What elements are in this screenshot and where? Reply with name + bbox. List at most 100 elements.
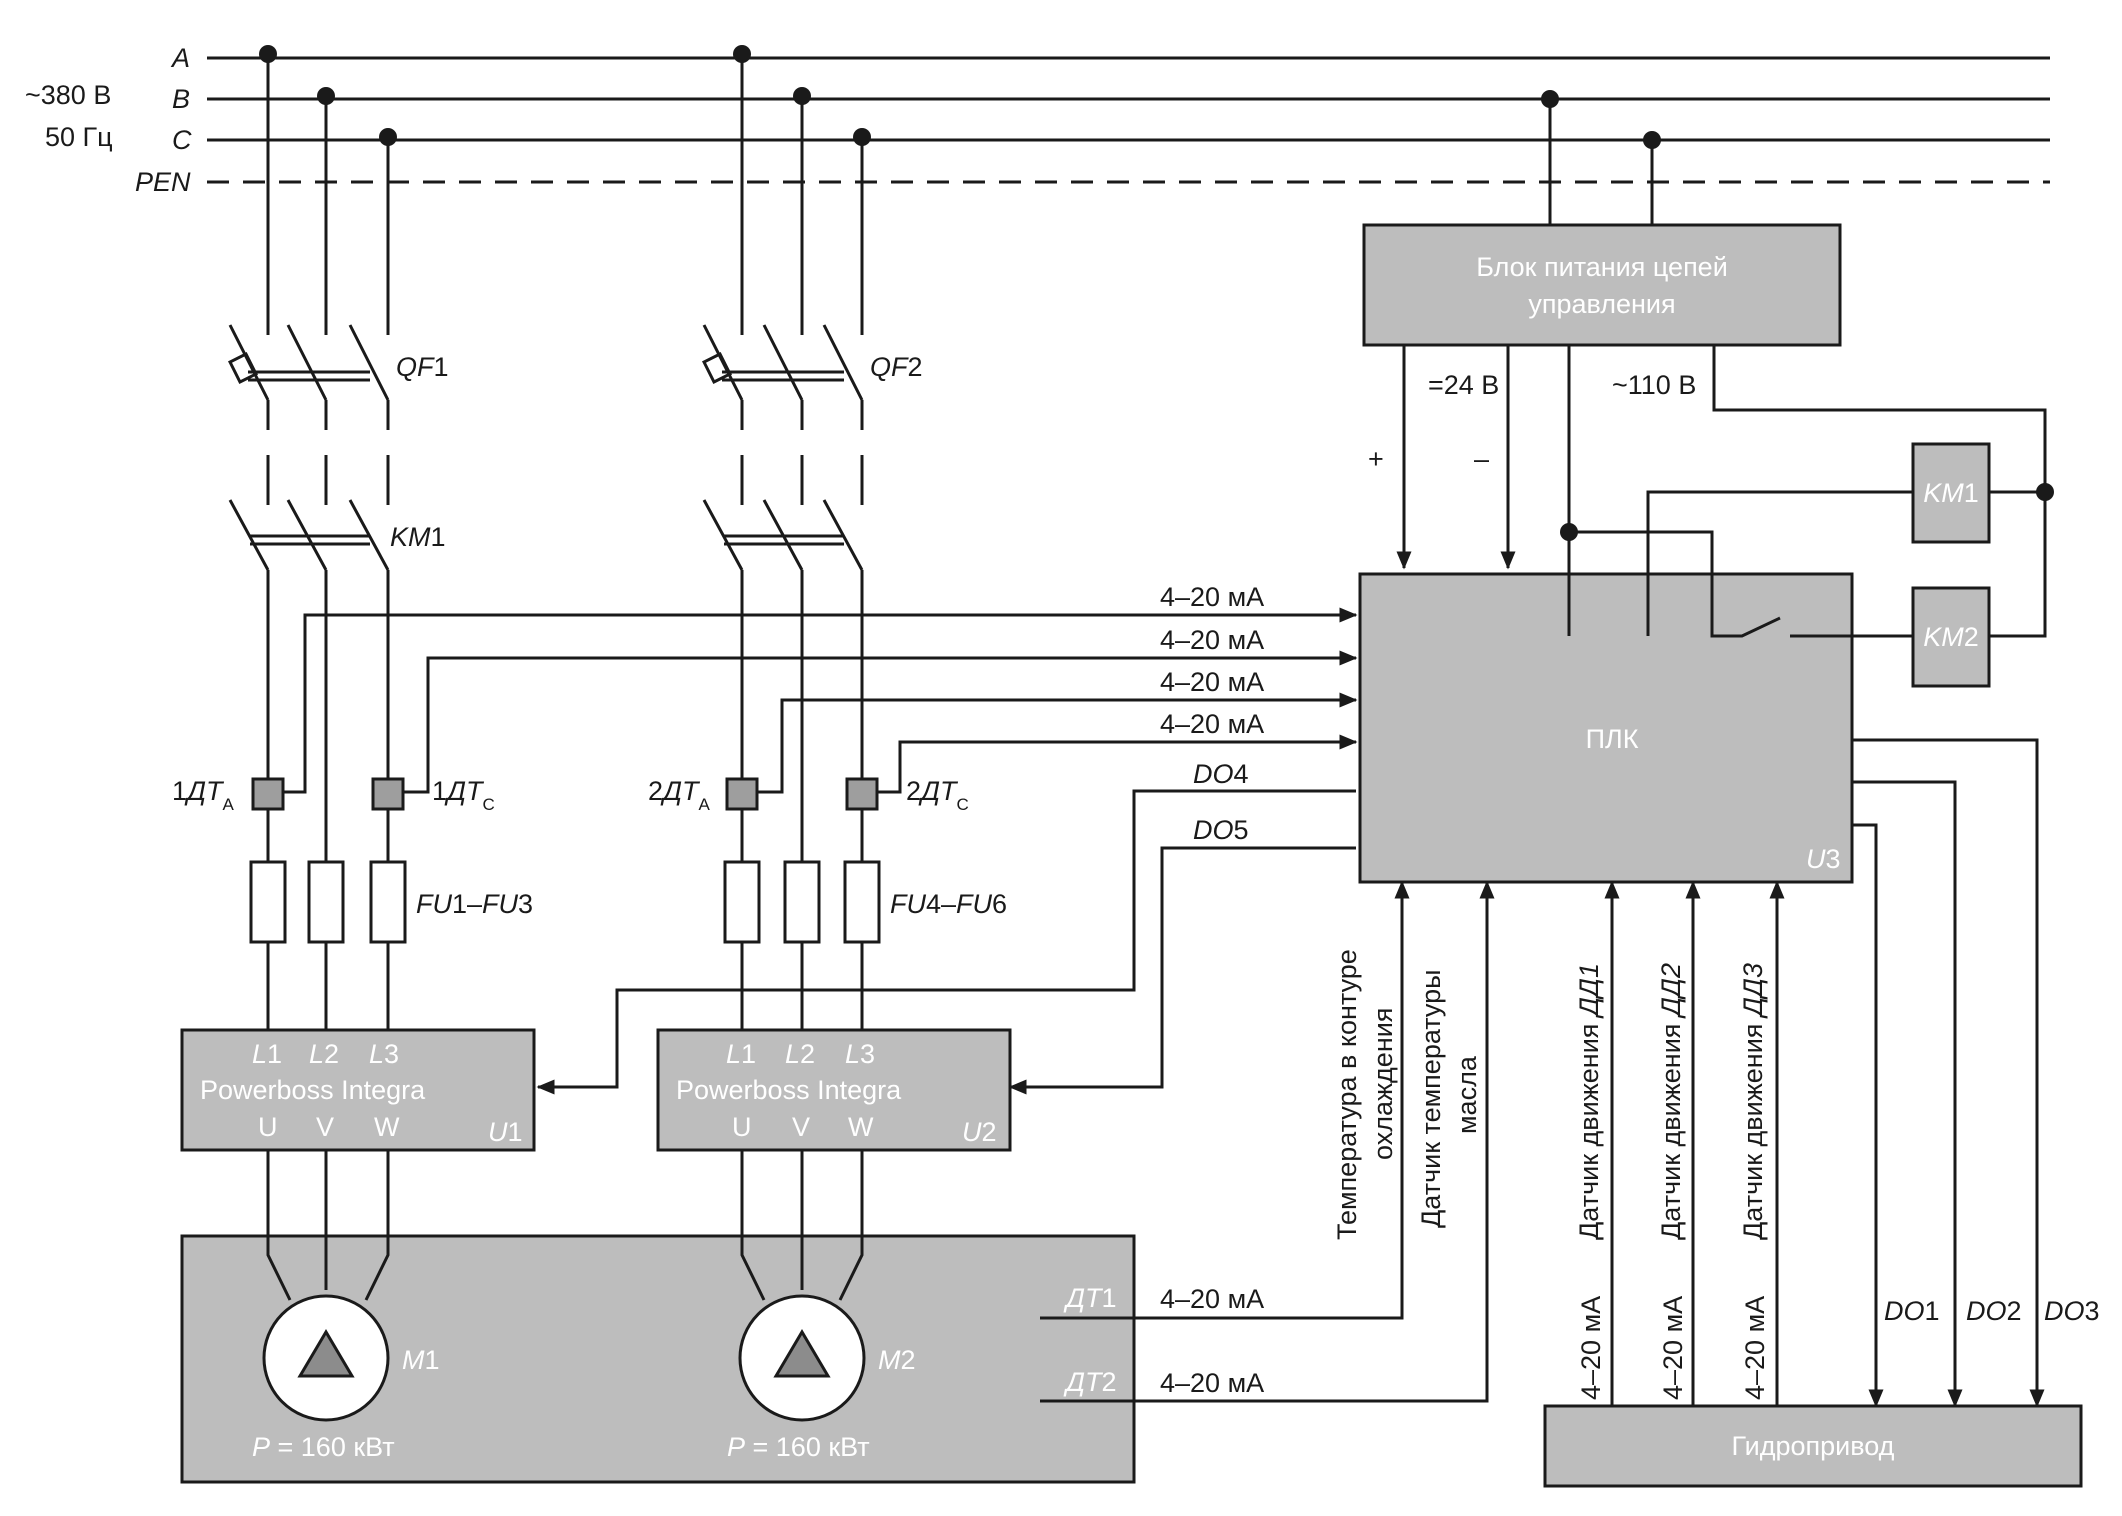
fuse bbox=[723, 860, 761, 944]
signal-label-do3: DO3 bbox=[2044, 1296, 2100, 1326]
fuse bbox=[369, 860, 407, 944]
motor-sensor-dt1-tag: ДТ1 bbox=[1063, 1283, 1117, 1313]
supply-voltage: ~380 В bbox=[25, 80, 111, 110]
contactor-coils: KM1 KM2 bbox=[1560, 442, 2054, 688]
label-oil-2: масла bbox=[1452, 1055, 1482, 1134]
km1-coil-label: KM1 bbox=[1923, 478, 1979, 508]
hydraulic-drive: Гидропривод bbox=[1543, 1404, 2083, 1488]
drive-u1-l3: L3 bbox=[369, 1039, 399, 1069]
fuse bbox=[249, 860, 287, 944]
drive-control-wires bbox=[536, 789, 1356, 1095]
current-sensor-2c bbox=[845, 777, 879, 811]
label-oil-1: Датчик температуры bbox=[1416, 969, 1446, 1228]
plc-box bbox=[1358, 572, 1854, 884]
drive-u1-l2: L2 bbox=[309, 1039, 339, 1069]
plc-name: ПЛК bbox=[1586, 724, 1639, 754]
fuse-group-2-label: FU4–FU6 bbox=[890, 889, 1007, 919]
drive-u2-u: U bbox=[732, 1112, 752, 1142]
current-sensor-2a bbox=[725, 777, 759, 811]
qf1-label: QF1 bbox=[396, 352, 449, 382]
drive-u2-name: Powerboss Integra bbox=[676, 1075, 902, 1105]
drive-u2-l3: L3 bbox=[845, 1039, 875, 1069]
drive-u2-v: V bbox=[792, 1112, 810, 1142]
plc-do-outputs bbox=[1852, 738, 2045, 1408]
drive-u2-tag: U2 bbox=[962, 1117, 997, 1147]
power-supply-title-1: Блок питания цепей bbox=[1476, 252, 1728, 282]
signal-label-do1: DO1 bbox=[1884, 1296, 1940, 1326]
power-supply-minus: – bbox=[1474, 444, 1489, 474]
label-dd2: Датчик движения ДД2 bbox=[1656, 963, 1686, 1240]
phase-label-a: A bbox=[170, 43, 190, 73]
drive-u1-l1: L1 bbox=[252, 1039, 282, 1069]
fuse bbox=[783, 860, 821, 944]
phase-label-pen: PEN bbox=[135, 167, 191, 197]
qf2-label: QF2 bbox=[870, 352, 923, 382]
junction-node bbox=[1560, 523, 1578, 541]
phase-label-c: C bbox=[172, 125, 192, 155]
signal-label-ma4: 4–20 мА bbox=[1160, 709, 1264, 739]
motor-m2-power: P = 160 кВт bbox=[727, 1432, 870, 1462]
signal-label-ma1: 4–20 мА bbox=[1160, 582, 1264, 612]
drive-u2-w: W bbox=[848, 1112, 874, 1142]
drive-u2-l2: L2 bbox=[785, 1039, 815, 1069]
km2-coil bbox=[1911, 586, 1991, 688]
label-dd1-ma: 4–20 мА bbox=[1576, 1296, 1606, 1400]
km2-coil-label: KM2 bbox=[1923, 622, 1979, 652]
motor-housing: M1 M2 P = 160 кВт P = 160 кВт ДТ1 ДТ2 bbox=[180, 1234, 1136, 1484]
label-temp-cool-2: охлаждения bbox=[1368, 1008, 1398, 1160]
current-sensor-1a bbox=[251, 777, 285, 811]
hydraulic-box bbox=[1543, 1404, 2083, 1488]
motor-m1-triangle-icon bbox=[297, 1329, 355, 1378]
motion-sensor-wires bbox=[1604, 880, 1785, 1406]
plc: ПЛК U3 bbox=[1358, 572, 1854, 884]
sensor-signal-wires bbox=[283, 607, 1358, 794]
phase-label-b: B bbox=[172, 84, 190, 114]
motor-sensor-dt2-ma: 4–20 мА bbox=[1160, 1368, 1264, 1398]
drive-u1-v: V bbox=[316, 1112, 334, 1142]
current-sensor-1c bbox=[371, 777, 405, 811]
power-supply-plus: + bbox=[1368, 444, 1384, 474]
junction-node bbox=[2036, 483, 2054, 501]
drive-u2: L1 L2 L3 Powerboss Integra U V W U2 bbox=[656, 1028, 1012, 1152]
drive-u1-tag: U1 bbox=[488, 1117, 523, 1147]
label-dd1: Датчик движения ДД1 bbox=[1574, 963, 1604, 1240]
supply-bus: A B C PEN ~380 В 50 Гц bbox=[25, 43, 2050, 197]
motor-sensor-dt2-tag: ДТ2 bbox=[1063, 1367, 1117, 1397]
signal-label-do4: DO4 bbox=[1193, 759, 1249, 789]
drive-u1-w: W bbox=[374, 1112, 400, 1142]
signal-label-ma3: 4–20 мА bbox=[1160, 667, 1264, 697]
label-dd2-ma: 4–20 мА bbox=[1658, 1296, 1688, 1400]
motor-sensor-dt1-ma: 4–20 мА bbox=[1160, 1284, 1264, 1314]
motor-m1-label: M1 bbox=[402, 1345, 440, 1375]
drive-u2-l1: L1 bbox=[726, 1039, 756, 1069]
motor-m2-label: M2 bbox=[878, 1345, 916, 1375]
drive1-power-path bbox=[227, 54, 407, 1301]
drive-u1: L1 L2 L3 Powerboss Integra U V W U1 bbox=[180, 1028, 536, 1152]
drive2-power-path bbox=[701, 54, 881, 1301]
motor-m1-power: P = 160 кВт bbox=[252, 1432, 395, 1462]
drive-u1-u: U bbox=[258, 1112, 278, 1142]
signal-label-do5: DO5 bbox=[1193, 815, 1249, 845]
drive-u2-box bbox=[656, 1028, 1012, 1152]
km1-label: KM1 bbox=[390, 522, 446, 552]
power-supply-block: Блок питания цепей управления =24 В ~110… bbox=[1362, 99, 2047, 636]
fuse bbox=[307, 860, 345, 944]
power-supply-dc-label: =24 В bbox=[1428, 370, 1499, 400]
sensor-label-1a: 1ДТА bbox=[172, 776, 235, 814]
fuse-group-1-label: FU1–FU3 bbox=[416, 889, 533, 919]
plc-tag: U3 bbox=[1806, 844, 1841, 874]
signal-label-do2: DO2 bbox=[1966, 1296, 2022, 1326]
vertical-labels: Температура в контуре охлаждения Датчик … bbox=[1332, 949, 1770, 1400]
motor-sensor-wires bbox=[1134, 880, 1495, 1403]
label-dd3-ma: 4–20 мА bbox=[1740, 1296, 1770, 1400]
label-temp-cool-1: Температура в контуре bbox=[1332, 949, 1362, 1240]
power-supply-ac-label: ~110 В bbox=[1612, 370, 1696, 400]
drive-u1-name: Powerboss Integra bbox=[200, 1075, 426, 1105]
power-supply-title-2: управления bbox=[1528, 289, 1675, 319]
drive-u1-box bbox=[180, 1028, 536, 1152]
sensor-label-2a: 2ДТА bbox=[648, 776, 711, 814]
fuse bbox=[843, 860, 881, 944]
power-supply-box bbox=[1362, 223, 1842, 347]
signal-label-ma2: 4–20 мА bbox=[1160, 625, 1264, 655]
